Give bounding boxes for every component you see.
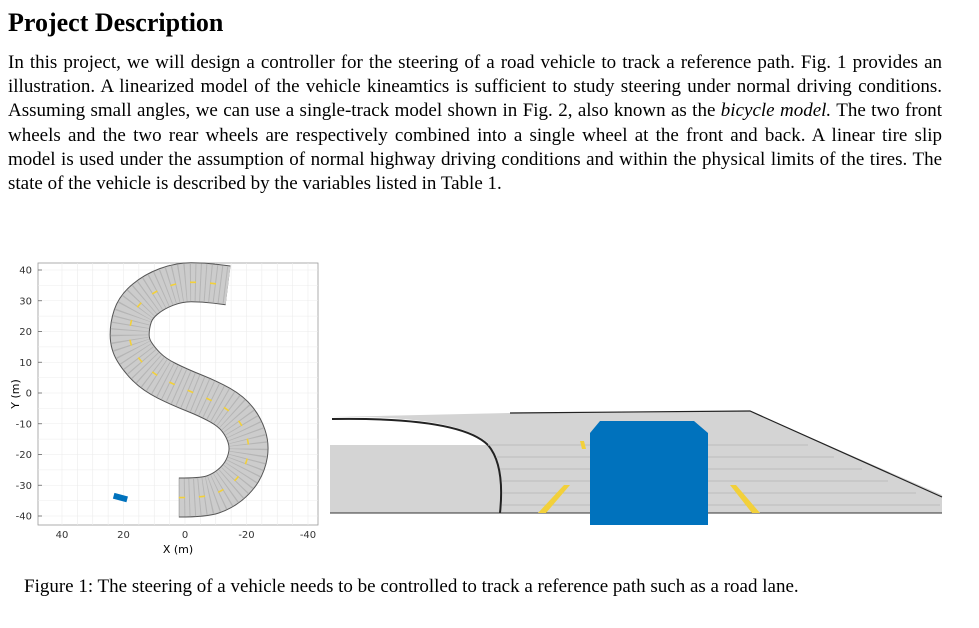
paragraph-emphasis: bicycle model.: [720, 100, 832, 122]
y-axis-ticks: 40 30 20 10 0 -10 -20 -30 -40: [16, 266, 42, 523]
figure-caption: Figure 1: The steering of a vehicle need…: [24, 576, 799, 597]
section-title: Project Description: [8, 8, 224, 37]
x-tick-label: 0: [182, 530, 188, 541]
road-perspective-view: [330, 410, 943, 525]
y-axis-label: Y (m): [9, 379, 22, 410]
road-texture: [110, 263, 268, 517]
y-tick-label: -40: [16, 512, 32, 523]
x-axis-label: X (m): [163, 543, 193, 556]
y-tick-label: 20: [19, 327, 32, 338]
lane-marking-left: [538, 485, 570, 513]
y-tick-label: 40: [19, 266, 32, 277]
y-tick-label: 30: [19, 296, 32, 307]
y-tick-label: -30: [16, 481, 32, 492]
road-left-edge: [331, 417, 503, 514]
x-tick-label: -20: [238, 530, 254, 541]
road-left-curve: [330, 416, 490, 445]
lane-marking-far: [580, 441, 586, 449]
x-tick-label: 40: [56, 530, 69, 541]
road-right-edge: [509, 410, 943, 498]
lane-marking-right: [730, 485, 760, 513]
body-paragraph: In this project, we will design a contro…: [8, 51, 942, 196]
paragraph-text-2: The two front wheels and the two rear wh…: [8, 100, 942, 195]
vehicle-body: [590, 433, 708, 525]
x-tick-label: 20: [117, 530, 130, 541]
y-tick-label: -20: [16, 450, 32, 461]
vehicle-roof: [590, 421, 708, 433]
paragraph-text-1: In this project, we will design a contro…: [8, 52, 942, 122]
y-tick-label: -10: [16, 419, 32, 430]
y-tick-label: 0: [26, 389, 32, 400]
x-tick-label: -40: [300, 530, 316, 541]
y-tick-label: 10: [19, 358, 32, 369]
vehicle-marker: [112, 492, 128, 503]
x-axis-ticks: 40 20 0 -20 -40: [56, 530, 317, 541]
